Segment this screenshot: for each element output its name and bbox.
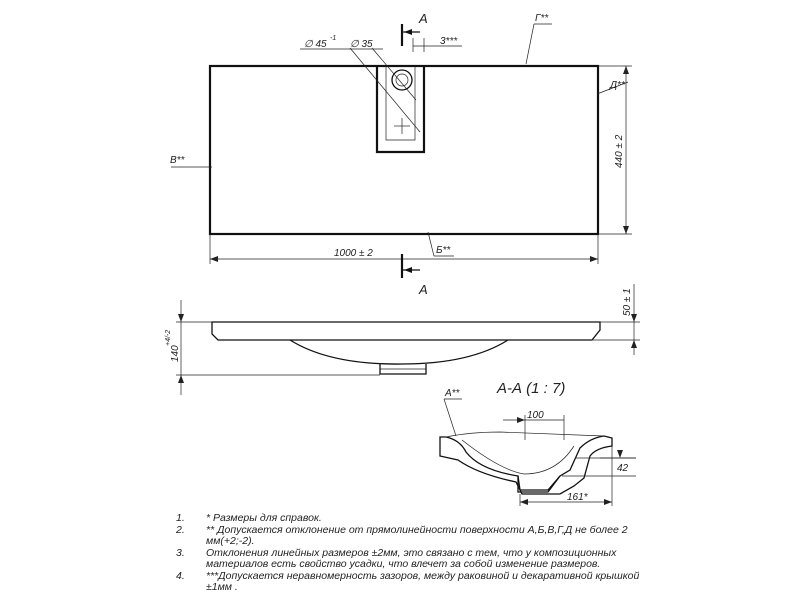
dim100-arrow [517, 417, 525, 423]
dia-inner-label: ∅ 35 [350, 39, 373, 50]
basin-outline-top [208, 64, 600, 236]
section-title: А-А (1 : 7) [496, 380, 565, 397]
height-top-label: 50 ± 1 [622, 288, 633, 316]
dim-42-label: 42 [617, 463, 629, 474]
a-leader [443, 398, 457, 437]
d-leader [596, 81, 629, 95]
width-arrow-right [590, 256, 598, 262]
dim-161-label: 161* [567, 492, 589, 503]
note-text: ***Допускается неравномерность зазоров, … [206, 569, 640, 593]
top-view: ∅ 45 -1 ∅ 35 А 3*** Г** Д** В** 440 ± 2 [170, 11, 632, 297]
section-view: А-А (1 : 7) А** 100 42 161* [439, 380, 636, 506]
note-number: 3. [176, 546, 185, 559]
dim161-arrow-left [520, 499, 528, 505]
dia-outer-label: ∅ 45 [304, 39, 327, 50]
depth-arrow-bottom [623, 226, 629, 234]
height-arrow-bottom [178, 375, 184, 383]
dia-outer-leader [349, 47, 421, 133]
note-text: * Размеры для справок. [206, 512, 322, 524]
height-total-tol: +4/-2 [165, 330, 172, 346]
section-marker-bottom: А [418, 282, 428, 297]
height-total-label: 140 [170, 345, 181, 362]
section-marker-top: А [418, 11, 428, 26]
label-d: Д** [609, 80, 626, 91]
offset-label: 3*** [440, 36, 458, 47]
top-arrow-lower [631, 340, 637, 348]
side-top-slab [211, 321, 601, 341]
label-g: Г** [535, 13, 549, 24]
note-item: 4. ***Допускается неравномерность зазоро… [176, 569, 646, 594]
dim42-arrow [617, 450, 623, 458]
note-number: 4. [176, 569, 185, 582]
height-arrow-top [178, 314, 184, 322]
dim-100-label: 100 [527, 410, 544, 421]
top-arrow-upper [631, 314, 637, 322]
width-label: 1000 ± 2 [334, 248, 373, 259]
note-number: 1. [176, 512, 185, 524]
note-text: ** Допускается отклонение от прямолинейн… [206, 523, 628, 547]
g-leader [525, 23, 535, 65]
notes-list: 1. * Размеры для справок. 2. ** Допускае… [176, 512, 646, 594]
width-arrow-left [210, 256, 218, 262]
overflow-slot [375, 66, 426, 154]
side-view: 140 +4/-2 50 ± 1 [165, 284, 640, 395]
depth-arrow-top [623, 66, 629, 74]
b-leader [427, 231, 435, 257]
note-number: 2. [176, 523, 185, 536]
note-text: Отклонения линейных размеров ±2мм, это с… [206, 546, 617, 570]
faucet-hole-inner [395, 73, 409, 87]
label-v: В** [170, 155, 186, 166]
section-arrowhead-top [404, 29, 412, 35]
section-profile-outer [439, 435, 613, 495]
label-a: А** [444, 388, 461, 399]
section-profile-inner [445, 431, 605, 438]
label-b: Б** [436, 245, 451, 256]
side-bowl [289, 339, 509, 365]
dim161-arrow-right [604, 499, 612, 505]
faucet-hole-outer [391, 69, 413, 91]
dia-inner-leader [371, 47, 417, 101]
note-item: 3. Отклонения линейных размеров ±2мм, эт… [176, 546, 646, 571]
note-item: 1. * Размеры для справок. [176, 512, 646, 525]
section-arrowhead-bottom [404, 267, 412, 273]
overflow-slot-inner [385, 66, 416, 141]
section-drain [517, 475, 561, 493]
section-bowl-curve [461, 439, 575, 475]
dia-outer-tol: -1 [330, 35, 336, 42]
note-item: 2. ** Допускается отклонение от прямолин… [176, 523, 646, 548]
depth-label: 440 ± 2 [614, 134, 625, 168]
